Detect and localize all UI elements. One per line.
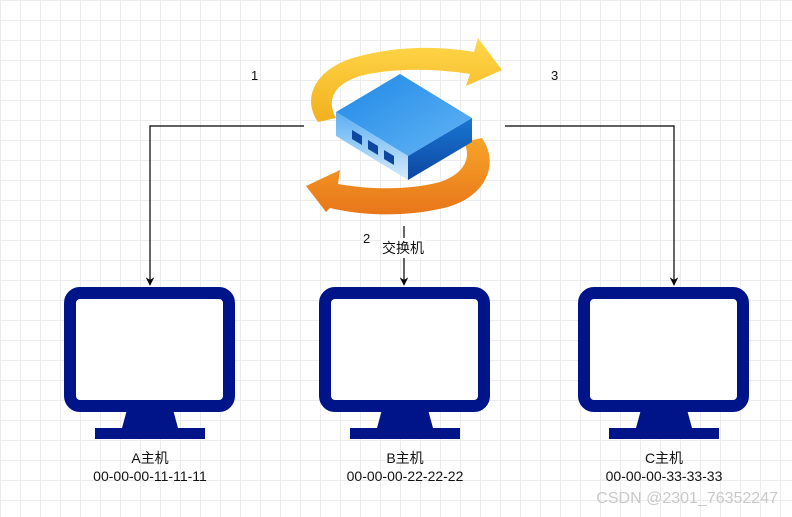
watermark: CSDN @2301_76352247 <box>596 490 778 507</box>
host-c-name: C主机 <box>644 450 684 466</box>
swirl-arrow-bottom <box>306 138 490 215</box>
switch-port-1 <box>352 130 362 145</box>
host-c-mac: 00-00-00-33-33-33 <box>605 468 723 484</box>
host-a-monitor-icon <box>64 287 235 439</box>
switch-port-3 <box>384 150 394 165</box>
host-b-name: B主机 <box>386 450 424 466</box>
network-switch-icon <box>306 38 502 215</box>
edge-number-1: 1 <box>251 68 259 83</box>
host-a-mac: 00-00-00-11-11-11 <box>93 468 207 484</box>
switch-port-2 <box>368 140 378 155</box>
switch-box-side <box>408 118 472 180</box>
host-a-name: A主机 <box>131 450 169 466</box>
host-b-mac: 00-00-00-22-22-22 <box>346 468 464 484</box>
swirl-arrow-top <box>311 38 502 122</box>
edge-number-3: 3 <box>551 68 559 83</box>
edge-line-3 <box>505 125 679 286</box>
host-b-monitor-icon <box>319 287 490 439</box>
edge-number-2: 2 <box>363 231 371 246</box>
switch-box-top <box>336 74 472 156</box>
host-c-monitor-icon <box>578 287 749 439</box>
switch-label: 交换机 <box>381 238 425 258</box>
edge-line-1 <box>145 125 304 286</box>
